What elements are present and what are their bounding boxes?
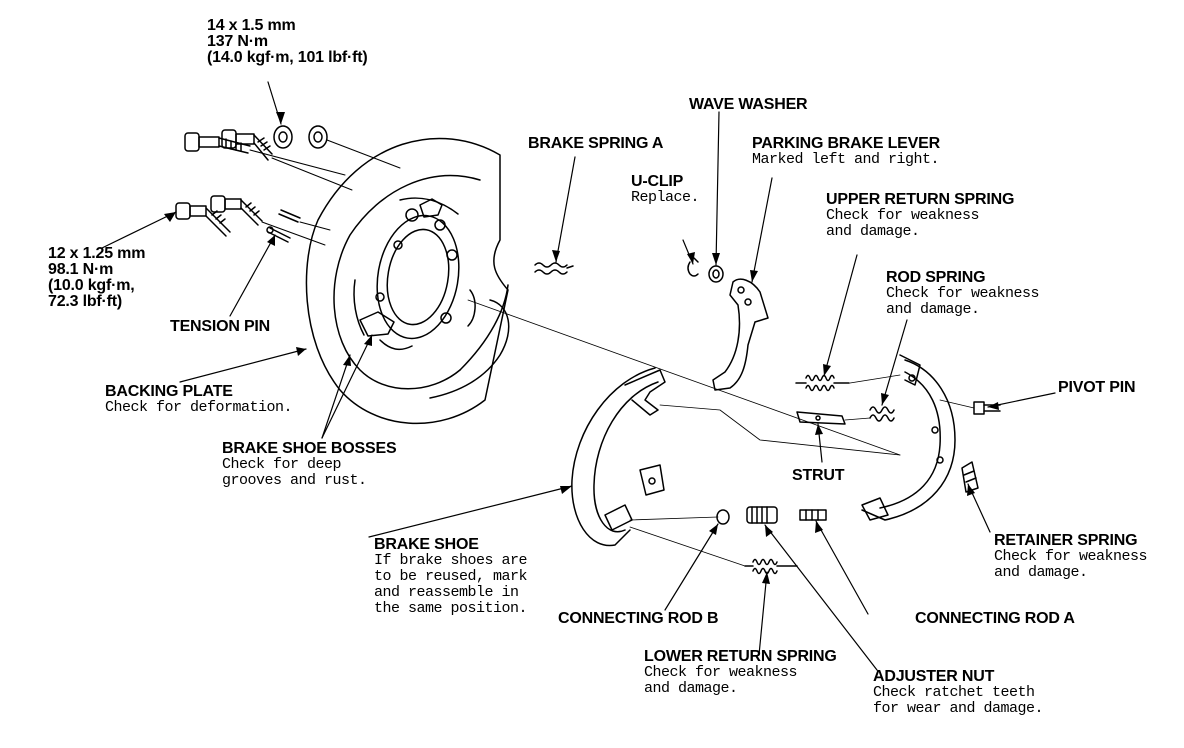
- u-clip-label: U-CLIP Replace.: [631, 173, 700, 206]
- connecting-rod-a-label: CONNECTING ROD A: [915, 610, 1075, 627]
- bolt-lower-torque: 98.1 N·m: [48, 261, 114, 278]
- brake-shoe-bosses-note-2: grooves and rust.: [222, 472, 367, 489]
- retainer-spring-note-1: Check for weakness: [994, 548, 1148, 565]
- parking-brake-lever-title: PARKING BRAKE LEVER: [752, 135, 940, 152]
- lower-return-spring-part: [744, 558, 798, 575]
- lower-return-spring-label: LOWER RETURN SPRING Check for weakness a…: [644, 649, 837, 697]
- backing-plate-note: Check for deformation.: [105, 399, 293, 416]
- tension-pin-part: [266, 209, 301, 243]
- connecting-rod-b-label: CONNECTING ROD B: [558, 610, 719, 627]
- bolt-upper-torque-alt: (14.0 kgf·m, 101 lbf·ft): [207, 49, 368, 66]
- upper-return-spring-label: UPPER RETURN SPRING Check for weakness a…: [826, 192, 1014, 240]
- bolt-2: [221, 129, 273, 161]
- bolt-lower-size: 12 x 1.25 mm: [48, 245, 146, 262]
- assembly-lines: [467, 299, 975, 567]
- parking-brake-lever-label: PARKING BRAKE LEVER Marked left and righ…: [752, 136, 940, 168]
- u-clip-title: U-CLIP: [631, 173, 684, 190]
- bolt-lower-torque-alt-2: 72.3 lbf·ft): [48, 293, 123, 310]
- right-brake-shoe-part: [861, 354, 956, 521]
- adjuster-nut-part: [746, 506, 778, 524]
- lower-return-spring-title: LOWER RETURN SPRING: [644, 648, 837, 665]
- backing-plate-label: BACKING PLATE Check for deformation.: [105, 383, 293, 416]
- backing-plate-title: BACKING PLATE: [105, 383, 233, 400]
- rod-spring-part: [869, 406, 895, 422]
- brake-shoe-note-1: If brake shoes are: [374, 552, 528, 569]
- adjuster-nut-note-1: Check ratchet teeth: [873, 684, 1035, 701]
- parking-brake-lever-note: Marked left and right.: [752, 151, 940, 168]
- tension-pin-label: TENSION PIN: [170, 318, 271, 335]
- upper-return-spring-note-2: and damage.: [826, 223, 920, 240]
- u-clip-note: Replace.: [631, 189, 700, 206]
- rod-spring-note-2: and damage.: [886, 301, 980, 318]
- backing-plate: [305, 137, 510, 425]
- bolt-lower-spec: 12 x 1.25 mm 98.1 N·m (10.0 kgf·m, 72.3 …: [48, 246, 145, 310]
- brake-shoe-note-3: and reassemble in: [374, 584, 519, 601]
- rod-spring-note-1: Check for weakness: [886, 285, 1040, 302]
- bolt-1: [184, 132, 251, 154]
- arrow-heads: [164, 112, 999, 584]
- brake-shoe-label: BRAKE SHOE If brake shoes are to be reus…: [374, 536, 528, 617]
- retainer-spring-label: RETAINER SPRING Check for weakness and d…: [994, 532, 1148, 581]
- bolt-lower-torque-alt-1: (10.0 kgf·m,: [48, 277, 135, 294]
- upper-bolts: [184, 125, 328, 161]
- brake-shoe-bosses-label: BRAKE SHOE BOSSES Check for deep grooves…: [222, 440, 397, 489]
- brake-shoe-note-2: to be reused, mark: [374, 568, 528, 585]
- rod-spring-label: ROD SPRING Check for weakness and damage…: [886, 269, 1040, 318]
- brake-spring-a-label: BRAKE SPRING A: [528, 135, 664, 152]
- adjuster-nut-label: ADJUSTER NUT Check ratchet teeth for wea…: [873, 668, 1044, 717]
- alignment-lines: [249, 139, 401, 246]
- brake-spring-a-part: [534, 262, 574, 275]
- parking-brake-lever-part: [712, 278, 769, 391]
- nut-1: [273, 125, 293, 149]
- bolt-4: [210, 195, 263, 226]
- lower-return-spring-note-2: and damage.: [644, 680, 738, 697]
- rod-spring-title: ROD SPRING: [886, 269, 986, 286]
- connecting-rod-a-part: [799, 509, 827, 521]
- strut-label: STRUT: [792, 467, 845, 484]
- upper-return-spring-title: UPPER RETURN SPRING: [826, 191, 1015, 208]
- pivot-pin-label: PIVOT PIN: [1058, 379, 1136, 396]
- bolt-upper-size: 14 x 1.5 mm: [207, 17, 296, 34]
- wave-washer-part: [708, 265, 724, 283]
- wave-washer-label: WAVE WASHER: [689, 96, 808, 113]
- brake-shoe-bosses-title: BRAKE SHOE BOSSES: [222, 440, 397, 457]
- upper-return-spring-part: [795, 374, 850, 392]
- lower-return-spring-note-1: Check for weakness: [644, 664, 798, 681]
- leader-lines: [101, 81, 1056, 671]
- adjuster-nut-title: ADJUSTER NUT: [873, 668, 995, 685]
- adjuster-nut-note-2: for wear and damage.: [873, 700, 1044, 717]
- u-clip-part: [687, 257, 699, 277]
- bolt-3: [175, 202, 231, 237]
- bolt-upper-torque: 137 N·m: [207, 33, 268, 50]
- strut-part: [796, 411, 846, 425]
- brake-shoe-note-4: the same position.: [374, 600, 528, 617]
- lower-bolts: [175, 195, 301, 243]
- upper-return-spring-note-1: Check for weakness: [826, 207, 980, 224]
- retainer-spring-note-2: and damage.: [994, 564, 1088, 581]
- brake-shoe-title: BRAKE SHOE: [374, 536, 479, 553]
- connecting-rod-b-part: [716, 509, 730, 525]
- retainer-spring-part: [961, 461, 979, 493]
- nut-2: [308, 125, 328, 149]
- brake-shoe-bosses-note-1: Check for deep: [222, 456, 342, 473]
- bolt-upper-spec: 14 x 1.5 mm 137 N·m (14.0 kgf·m, 101 lbf…: [207, 18, 368, 66]
- retainer-spring-title: RETAINER SPRING: [994, 532, 1138, 549]
